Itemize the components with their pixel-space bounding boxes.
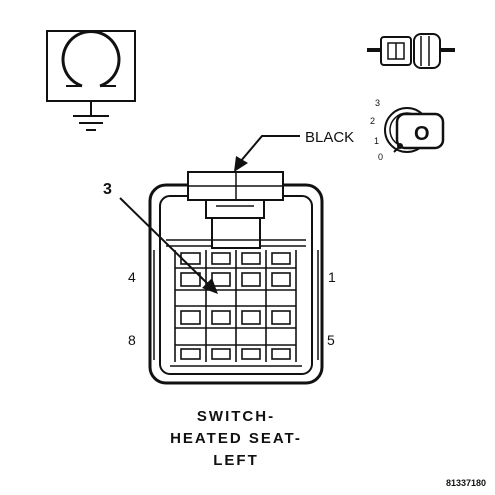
pin-label-4: 4 xyxy=(128,269,136,285)
cavity-2 xyxy=(241,272,261,287)
connector-color-label: BLACK xyxy=(305,129,354,146)
pin-label-5: 5 xyxy=(327,332,335,348)
cavity-7 xyxy=(211,310,231,325)
title-line-1: SWITCH- xyxy=(197,408,275,425)
title-line-2: HEATED SEAT- xyxy=(170,430,302,447)
cavity-4 xyxy=(180,272,201,287)
cavity-1 xyxy=(271,272,291,287)
key-position-1: 1 xyxy=(374,136,379,146)
title-line-3: LEFT xyxy=(213,452,259,469)
connector-plug-icon xyxy=(367,33,455,69)
key-position-2: 2 xyxy=(370,116,375,126)
callout-number: 3 xyxy=(103,181,112,198)
pin-label-1: 1 xyxy=(328,269,336,285)
key-letter: O xyxy=(414,123,430,145)
ground-symbol-icon xyxy=(46,29,136,131)
cavity-6 xyxy=(241,310,261,325)
ignition-key-icon: 3 2 1 0 O xyxy=(370,98,445,162)
key-position-3: 3 xyxy=(375,98,380,108)
color-leader xyxy=(234,135,300,172)
cavity-5 xyxy=(271,310,291,325)
figure-id: 81337180 xyxy=(446,478,486,488)
callout-arrow xyxy=(119,197,218,294)
cavity-8 xyxy=(180,310,201,325)
pin-label-8: 8 xyxy=(128,332,136,348)
key-position-0: 0 xyxy=(378,152,383,162)
